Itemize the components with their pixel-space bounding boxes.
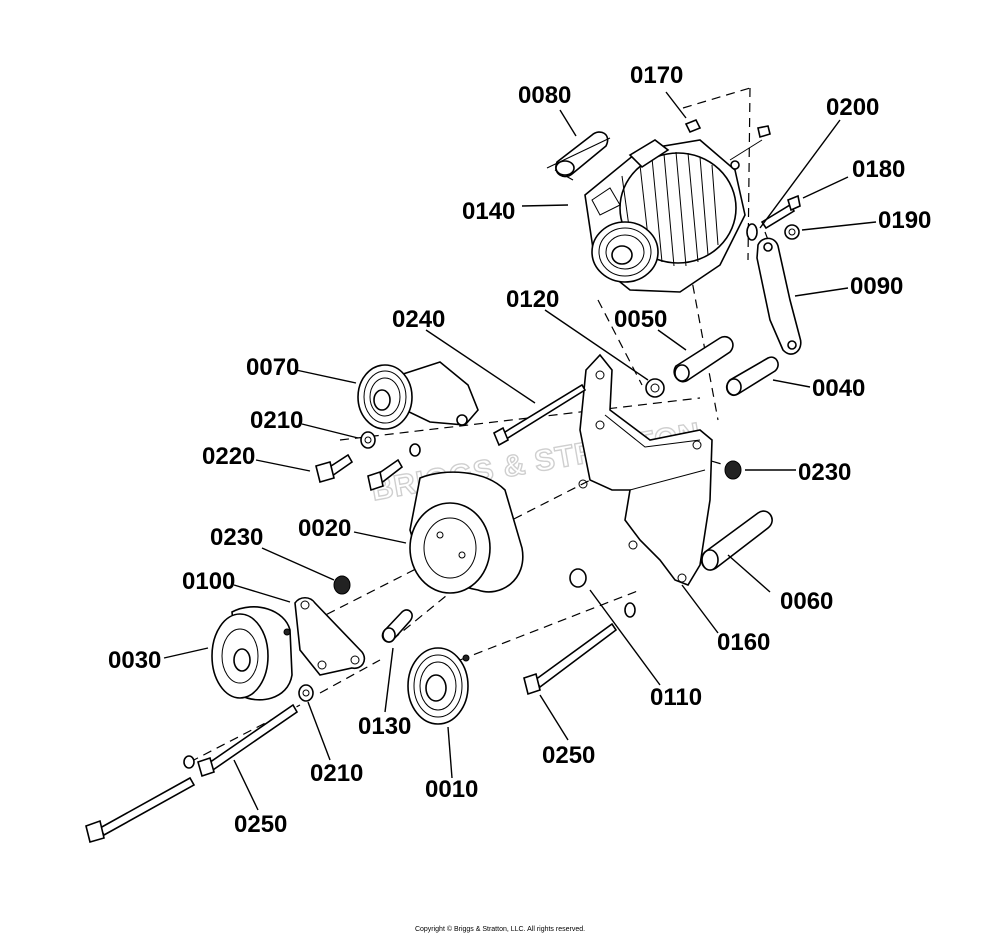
copyright-notice: Copyright © Briggs & Stratton, LLC. All … bbox=[414, 926, 586, 933]
part-0120-bushing[interactable] bbox=[645, 378, 665, 398]
part-0200-washer[interactable] bbox=[746, 223, 758, 241]
callout-0220: 0220 bbox=[202, 443, 255, 470]
callout-0130: 0130 bbox=[358, 713, 411, 740]
part-0140-alternator[interactable] bbox=[584, 139, 763, 293]
callout-0100: 0100 bbox=[182, 568, 235, 595]
part-0080-spacer[interactable] bbox=[546, 131, 611, 178]
part-0230-nut-upper[interactable] bbox=[724, 460, 742, 480]
part-0060-spacer[interactable] bbox=[700, 510, 773, 571]
part-0090-adjusting-strap[interactable] bbox=[756, 237, 802, 355]
part-0100-idler-bracket[interactable] bbox=[294, 596, 366, 676]
leader-lines bbox=[163, 91, 877, 811]
part-0040-spacer[interactable] bbox=[725, 356, 779, 396]
callout-0240: 0240 bbox=[392, 306, 445, 333]
callout-0210-upper: 0210 bbox=[250, 407, 303, 434]
callout-0180: 0180 bbox=[852, 156, 905, 183]
callout-0160: 0160 bbox=[717, 629, 770, 656]
callout-0020: 0020 bbox=[298, 515, 351, 542]
part-0250-bolt-right[interactable] bbox=[523, 622, 618, 696]
part-0190-nut[interactable] bbox=[784, 224, 800, 240]
callout-0050: 0050 bbox=[614, 306, 667, 333]
callout-0140: 0140 bbox=[462, 198, 515, 225]
callout-0190: 0190 bbox=[878, 207, 931, 234]
callout-0030: 0030 bbox=[108, 647, 161, 674]
callout-0250-right: 0250 bbox=[542, 742, 595, 769]
part-0010-drive-pulley[interactable] bbox=[407, 647, 470, 725]
part-0130-spacer[interactable] bbox=[381, 609, 413, 643]
part-0070-belt-tensioner[interactable] bbox=[357, 361, 479, 430]
part-0250-bolt-lower[interactable] bbox=[85, 703, 299, 843]
callout-0230-upper: 0230 bbox=[798, 459, 851, 486]
part-0180-bolt[interactable] bbox=[760, 194, 801, 230]
callout-0120: 0120 bbox=[506, 286, 559, 313]
callout-0010: 0010 bbox=[425, 776, 478, 803]
callout-0070: 0070 bbox=[246, 354, 299, 381]
callout-0040: 0040 bbox=[812, 375, 865, 402]
callout-0250-lower: 0250 bbox=[234, 811, 287, 838]
callout-0090: 0090 bbox=[850, 273, 903, 300]
part-0050-spacer[interactable] bbox=[673, 335, 734, 383]
part-0110-washer[interactable] bbox=[569, 568, 636, 618]
part-0220-bolt[interactable] bbox=[315, 453, 404, 492]
part-0230-nut-lower[interactable] bbox=[333, 575, 351, 595]
part-0020-pulley[interactable] bbox=[409, 471, 524, 594]
part-0210-washer-upper[interactable] bbox=[360, 431, 421, 457]
part-0160-mounting-bracket[interactable] bbox=[578, 353, 713, 586]
part-0210-washer-lower[interactable] bbox=[183, 684, 314, 769]
callout-0170: 0170 bbox=[630, 62, 683, 89]
callout-0110: 0110 bbox=[650, 684, 702, 711]
callout-0230-lower: 0230 bbox=[210, 524, 263, 551]
part-0240-bolt[interactable] bbox=[492, 383, 587, 447]
callout-labels: 0080 0170 0200 0180 0190 0140 0090 0120 … bbox=[108, 62, 931, 838]
part-0170-nut[interactable] bbox=[684, 118, 771, 139]
part-0030-idler-pulley[interactable] bbox=[211, 606, 293, 701]
callout-0060: 0060 bbox=[780, 588, 833, 615]
callout-0200: 0200 bbox=[826, 94, 879, 121]
callout-0080: 0080 bbox=[518, 82, 571, 109]
callout-0210-lower: 0210 bbox=[310, 760, 363, 787]
